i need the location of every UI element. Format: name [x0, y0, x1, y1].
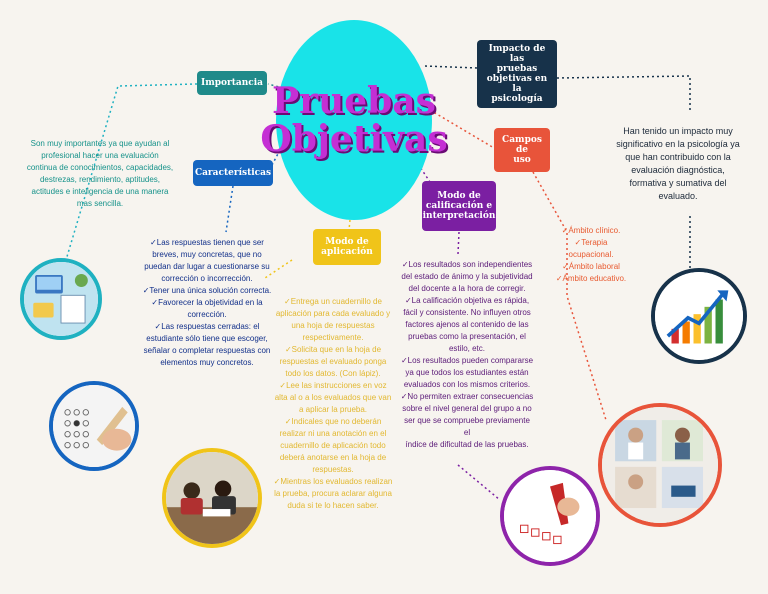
photo-growth-chart-icon — [651, 268, 747, 364]
photo-clinical-icon — [598, 403, 722, 527]
connector-calificacion — [417, 163, 431, 183]
photo-test-paper-icon — [500, 466, 600, 566]
connector-impacto-text — [556, 75, 691, 112]
central-hub: Pruebas Objetivas — [260, 20, 448, 220]
connector-calificacion-photo-2 — [457, 464, 501, 501]
photo-desk-icon — [20, 258, 102, 340]
node-modo-aplicacion: Modo de aplicación — [313, 229, 381, 265]
connector-campos-photo — [532, 171, 607, 421]
text-importancia: Son muy importantes ya que ayudan al pro… — [26, 139, 174, 208]
connector-aplicacion-photo — [264, 259, 293, 279]
node-modo-calificacion: Modo de calificación e interpretación — [422, 181, 496, 231]
connector-calificacion-photo — [457, 231, 460, 255]
connector-aplicacion — [348, 219, 351, 231]
node-importancia: Importancia — [197, 71, 267, 95]
node-campos-de-uso: Campos de uso — [494, 128, 550, 172]
connector-caracteristicas-photo — [225, 185, 234, 233]
photo-answer-sheet-icon — [49, 381, 139, 471]
hub-title: Pruebas Objetivas — [260, 80, 448, 160]
text-caracteristicas: ✓Las respuestas tienen que ser breves, m… — [142, 238, 272, 367]
photo-students-icon — [162, 448, 262, 548]
text-campos-de-uso: ✓Ámbito clínico. ✓Terapia ocupacional. ✓… — [555, 226, 627, 283]
connector-impacto — [424, 65, 478, 69]
node-impacto: Impacto de las pruebas objetivas en la p… — [477, 40, 557, 108]
text-modo-aplicacion: ✓Entrega un cuadernillo de aplicación pa… — [273, 297, 393, 510]
node-caracteristicas: Características — [193, 160, 273, 186]
text-impacto: Han tenido un impacto muy significativo … — [616, 126, 740, 201]
text-modo-calificacion: ✓Los resultados son independientes del e… — [400, 260, 534, 449]
connector-importancia-photo — [65, 83, 198, 261]
